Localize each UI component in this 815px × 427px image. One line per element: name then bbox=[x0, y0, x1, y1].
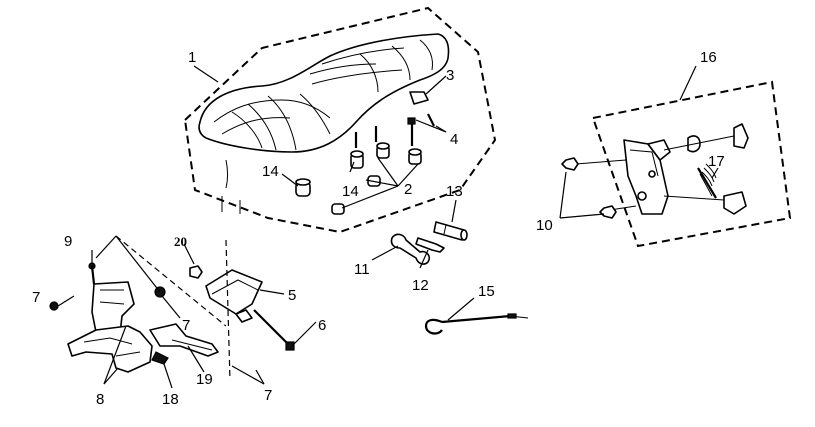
callout-7-bottom: 7 bbox=[264, 387, 272, 404]
callout-14-middle: 14 bbox=[342, 183, 359, 200]
callout-17: 17 bbox=[708, 153, 725, 170]
screwdriver-part bbox=[415, 237, 445, 253]
callout-5: 5 bbox=[288, 287, 296, 304]
callout-3: 3 bbox=[446, 67, 454, 84]
small-parts-leaders bbox=[371, 199, 475, 321]
rear-bracket bbox=[49, 262, 166, 373]
callout-10: 10 bbox=[536, 217, 553, 234]
seat-assembly-outline bbox=[183, 6, 497, 234]
callout-16: 16 bbox=[700, 49, 717, 66]
hinge-leaders bbox=[183, 243, 317, 347]
callout-7-middle: 7 bbox=[182, 317, 190, 334]
callout-2: 2 bbox=[404, 181, 412, 198]
callout-18: 18 bbox=[162, 391, 179, 408]
callout-13: 13 bbox=[446, 183, 463, 200]
callout-12: 12 bbox=[412, 277, 429, 294]
seat-bushings bbox=[295, 142, 422, 215]
cable bbox=[424, 313, 529, 335]
lower-leaders bbox=[57, 235, 265, 389]
callout-20: 20 bbox=[174, 234, 187, 249]
seat-hinge bbox=[189, 265, 295, 351]
seat bbox=[198, 33, 450, 214]
seat-leaders bbox=[193, 65, 447, 209]
lock-assembly-outline bbox=[591, 80, 792, 248]
seat-bolts bbox=[354, 91, 435, 148]
callout-14-left: 14 bbox=[262, 163, 279, 180]
callout-19: 19 bbox=[196, 371, 213, 388]
callout-15: 15 bbox=[478, 283, 495, 300]
lock-assembly bbox=[561, 123, 749, 219]
callout-4: 4 bbox=[450, 131, 458, 148]
callout-6: 6 bbox=[318, 317, 326, 334]
callout-7-left: 7 bbox=[32, 289, 40, 306]
callout-1: 1 bbox=[188, 49, 196, 66]
stay-bracket bbox=[149, 323, 219, 365]
callout-11: 11 bbox=[354, 261, 370, 278]
lock-leaders bbox=[559, 65, 719, 219]
callout-9: 9 bbox=[64, 233, 72, 250]
cylinder-part bbox=[433, 221, 468, 241]
callout-8: 8 bbox=[96, 391, 104, 408]
